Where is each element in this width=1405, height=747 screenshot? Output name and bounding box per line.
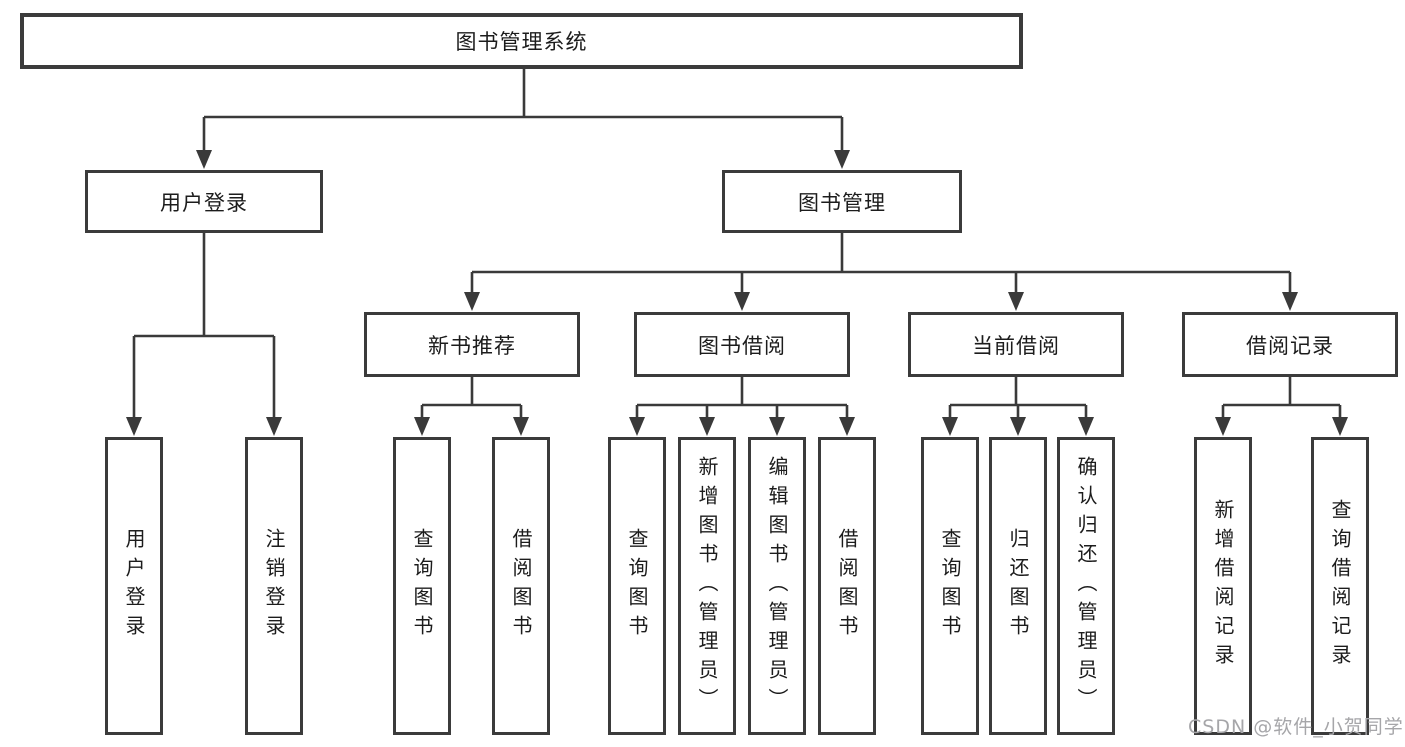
node-label: 用户登录 [122, 528, 146, 644]
node-label: 图书管理系统 [455, 30, 588, 54]
node-label: 用户登录 [160, 190, 248, 215]
arrowhead-icon [1215, 417, 1231, 436]
arrowhead-icon [1282, 292, 1298, 311]
node-label: 借阅图书 [835, 528, 859, 644]
node-label: 查询借阅记录 [1328, 499, 1352, 673]
arrowhead-icon [126, 417, 142, 436]
leaf-add-books-admin: 新增图书（管理员） [678, 437, 736, 735]
node-label: 图书管理 [798, 190, 886, 215]
connector-records-to-leaves [1215, 377, 1348, 436]
node-label: 当前借阅 [972, 333, 1060, 358]
arrowhead-icon [414, 417, 430, 436]
arrowhead-icon [839, 417, 855, 436]
node-borrow-records: 借阅记录 [1182, 312, 1398, 377]
arrowhead-icon [834, 150, 850, 169]
arrowhead-icon [942, 417, 958, 436]
leaf-user-login: 用户登录 [105, 437, 163, 735]
arrowhead-icon [769, 417, 785, 436]
arrowhead-icon [513, 417, 529, 436]
node-user-login: 用户登录 [85, 170, 323, 233]
node-book-management: 图书管理 [722, 170, 962, 233]
connector-root-to-level1 [196, 69, 850, 169]
node-label: 查询图书 [410, 528, 434, 644]
leaf-confirm-return-admin: 确认归还（管理员） [1057, 437, 1115, 735]
node-new-book-recommendation: 新书推荐 [364, 312, 580, 377]
connector-current-borrow-to-leaves [942, 377, 1094, 436]
arrowhead-icon [629, 417, 645, 436]
arrowhead-icon [1008, 292, 1024, 311]
arrowhead-icon [196, 150, 212, 169]
node-label: 编辑图书（管理员） [765, 455, 789, 717]
arrowhead-icon [266, 417, 282, 436]
connector-book-borrow-to-leaves [629, 377, 855, 436]
leaf-logout: 注销登录 [245, 437, 303, 735]
leaf-borrow-books-borrowing: 借阅图书 [818, 437, 876, 735]
node-label: 新增图书（管理员） [695, 455, 719, 717]
arrowhead-icon [699, 417, 715, 436]
csdn-watermark: CSDN @软件_小贺同学 [1188, 716, 1404, 738]
node-label: 确认归还（管理员） [1074, 455, 1098, 717]
connector-book-mgmt-to-level2 [464, 233, 1298, 311]
node-library-management-system: 图书管理系统 [20, 13, 1023, 69]
arrowhead-icon [464, 292, 480, 311]
leaf-query-books-borrowing: 查询图书 [608, 437, 666, 735]
node-current-borrowing: 当前借阅 [908, 312, 1124, 377]
node-label: 新增借阅记录 [1211, 499, 1235, 673]
arrowhead-icon [734, 292, 750, 311]
leaf-borrow-books-recommend: 借阅图书 [492, 437, 550, 735]
leaf-query-books-current: 查询图书 [921, 437, 979, 735]
node-label: 借阅记录 [1246, 333, 1334, 358]
connector-user-login-to-leaves [126, 233, 282, 436]
node-label: 归还图书 [1006, 528, 1030, 644]
node-label: 图书借阅 [698, 333, 786, 358]
leaf-query-books-recommend: 查询图书 [393, 437, 451, 735]
node-label: 查询图书 [625, 528, 649, 644]
leaf-edit-books-admin: 编辑图书（管理员） [748, 437, 806, 735]
node-label: 借阅图书 [509, 528, 533, 644]
node-label: 查询图书 [938, 528, 962, 644]
leaf-add-borrow-record: 新增借阅记录 [1194, 437, 1252, 735]
arrowhead-icon [1010, 417, 1026, 436]
node-book-borrowing: 图书借阅 [634, 312, 850, 377]
node-label: 注销登录 [262, 528, 286, 644]
node-label: 新书推荐 [428, 333, 516, 358]
arrowhead-icon [1078, 417, 1094, 436]
connector-new-book-rec-to-leaves [414, 377, 529, 436]
leaf-query-borrow-record: 查询借阅记录 [1311, 437, 1369, 735]
arrowhead-icon [1332, 417, 1348, 436]
leaf-return-books: 归还图书 [989, 437, 1047, 735]
